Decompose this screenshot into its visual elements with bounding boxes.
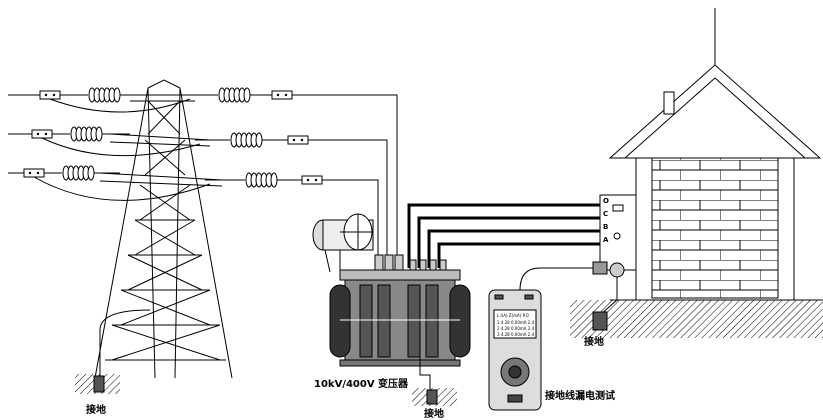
- house-ground-label: 接地: [584, 337, 604, 348]
- house: [608, 8, 823, 301]
- clamp-dots: [28, 93, 318, 182]
- screen-row-3: 3 4.28 0.00mA 2.4: [497, 332, 535, 337]
- leakage-tester: L I(A) Z(mA) P.O 1 4.28 0.00mA 2.4 2 4.2…: [488, 289, 542, 411]
- jumper-wires: [33, 98, 211, 201]
- tester-caption: 接地线漏电测试: [545, 391, 615, 402]
- phase-label-a: A: [603, 236, 609, 244]
- transformer-ground-rod: [426, 389, 438, 405]
- house-ground-hatch: [570, 300, 823, 338]
- tower-ground-wire: [99, 309, 151, 376]
- screen-row-2: 2 4.28 0.00mA 2.4: [497, 326, 535, 331]
- clamp-sensor: [592, 261, 625, 331]
- lattice-tower: [94, 79, 233, 379]
- distribution-box: [599, 194, 637, 271]
- power-lines: [8, 94, 40, 174]
- transformer: [312, 213, 471, 367]
- phase-label-c: C: [603, 210, 609, 218]
- screen-row-1: 1 4.28 0.00mA 2.4: [497, 320, 535, 325]
- transformer-ground-label: 接地: [424, 409, 444, 420]
- transformer-ground-wire: [419, 350, 431, 392]
- insulators: [23, 87, 323, 188]
- feed-wires: [292, 94, 398, 268]
- phase-label-o: O: [603, 197, 609, 205]
- transformer-label: 10kV/400V 变压器: [314, 379, 409, 390]
- tester-cable: [519, 267, 593, 291]
- tower-ground-label: 接地: [86, 405, 106, 416]
- output-cables: [407, 203, 600, 268]
- phase-label-b: B: [603, 223, 609, 231]
- tower-ground-rod: [93, 375, 105, 393]
- screen-header: L I(A) Z(mA) P.O: [497, 313, 529, 318]
